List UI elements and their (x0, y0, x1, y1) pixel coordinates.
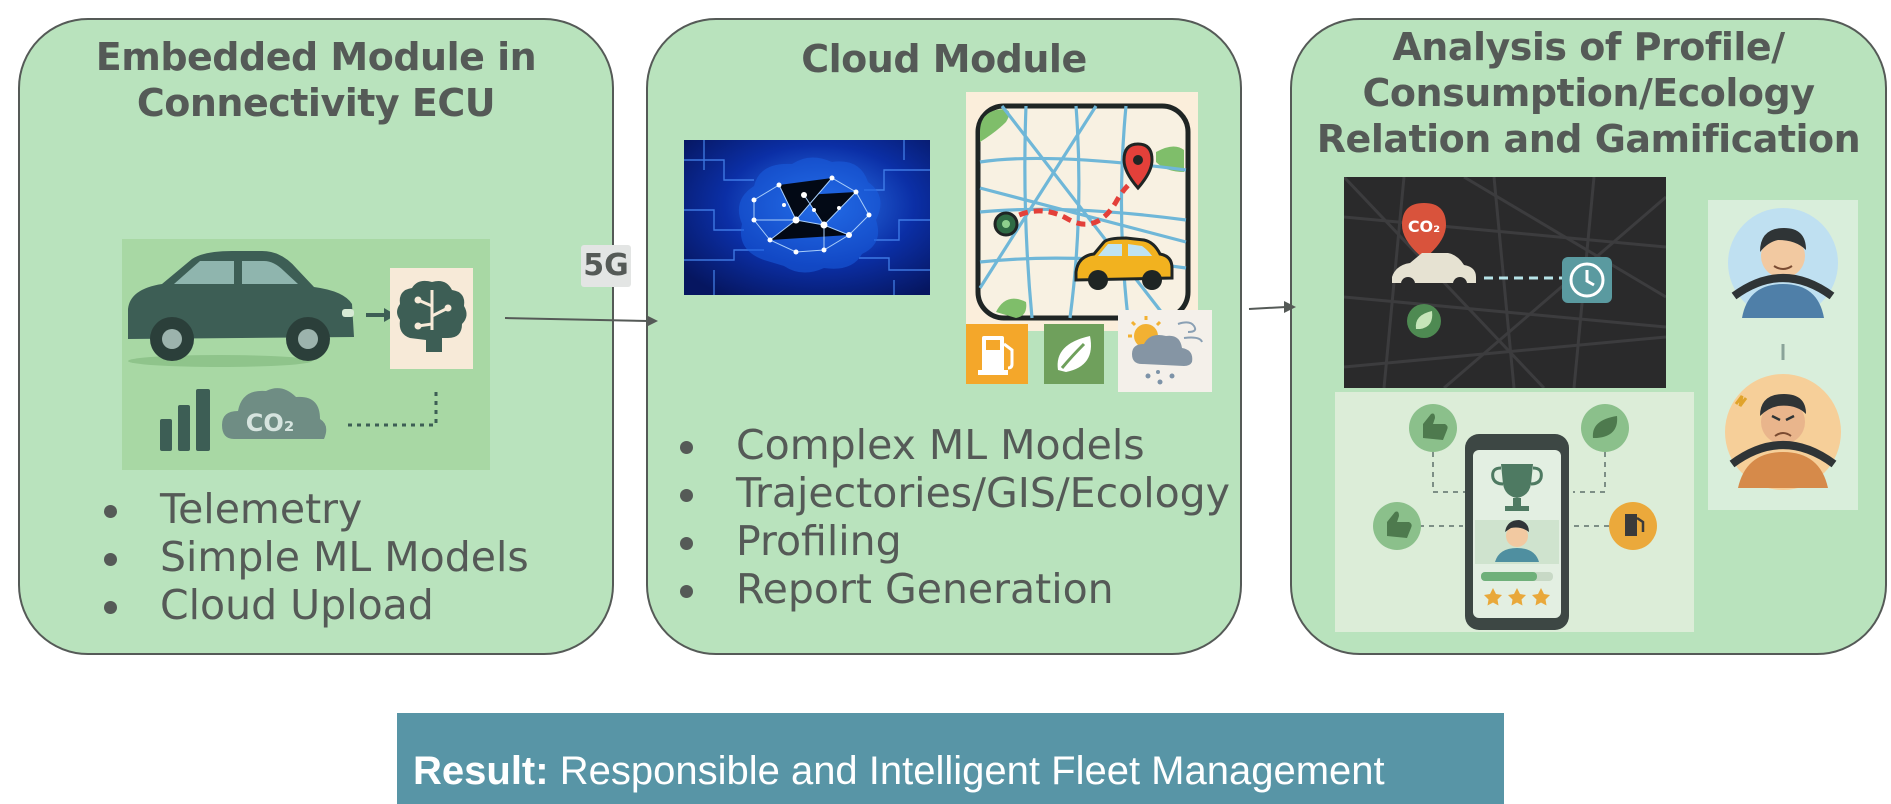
cloud-module-panel: Cloud Module (646, 18, 1242, 655)
result-value: Responsible and Intelligent Fleet Manage… (548, 749, 1385, 793)
analysis-title-line3: Relation and Gamification (1316, 117, 1861, 161)
arrow-cloud-to-analysis (1248, 301, 1296, 313)
gamification-illustration (1335, 392, 1694, 632)
embedded-title-line1: Embedded Module in (95, 35, 537, 79)
clock-icon (1562, 257, 1612, 303)
car-icon (128, 251, 354, 367)
route-map-icon (966, 92, 1198, 331)
thumbs-up-icon (1409, 404, 1457, 452)
fuel-pump-icon (966, 324, 1028, 384)
result-label: Result: (413, 749, 549, 793)
taxi-car-icon (1074, 236, 1174, 290)
embedded-module-panel: Embedded Module in Connectivity ECU (18, 18, 614, 655)
signal-bars-icon (160, 389, 210, 451)
5g-badge: 5G (581, 245, 631, 287)
cloud-module-bullets: Complex ML Models Trajectories/GIS/Ecolo… (680, 421, 1230, 613)
bullet-cloud-upload: Cloud Upload (104, 581, 529, 629)
analysis-title-line2: Consumption/Ecology (1362, 71, 1815, 115)
result-bar: Result: Responsible and Intelligent Flee… (397, 713, 1504, 804)
drivers-profile-illustration (1708, 200, 1858, 510)
angry-driver-icon (1725, 374, 1841, 490)
weather-icon (1118, 310, 1212, 392)
brain-icon (390, 268, 473, 369)
embedded-module-title: Embedded Module in Connectivity ECU (20, 34, 612, 126)
analysis-title: Analysis of Profile/ Consumption/Ecology… (1292, 24, 1885, 162)
leaf-badge-icon (1581, 404, 1629, 452)
trophy-icon (1491, 464, 1543, 511)
calm-driver-icon (1728, 208, 1838, 318)
bullet-trajectories-gis-ecology: Trajectories/GIS/Ecology (680, 469, 1230, 517)
co2-cloud-icon: CO₂ (222, 388, 327, 439)
smartphone-icon (1465, 434, 1569, 630)
embedded-title-line2: Connectivity ECU (136, 81, 496, 125)
svg-text:CO₂: CO₂ (1408, 217, 1440, 236)
bullet-telemetry: Telemetry (104, 485, 529, 533)
neural-network-image (684, 140, 930, 295)
analysis-title-line1: Analysis of Profile/ (1392, 25, 1785, 69)
analysis-panel: Analysis of Profile/ Consumption/Ecology… (1290, 18, 1887, 655)
bullet-simple-ml-models: Simple ML Models (104, 533, 529, 581)
bullet-complex-ml-models: Complex ML Models (680, 421, 1230, 469)
bullet-profiling: Profiling (680, 517, 1230, 565)
fuel-badge-icon (1609, 502, 1657, 550)
bullet-report-generation: Report Generation (680, 565, 1230, 613)
thumbs-up-icon-2 (1373, 502, 1421, 550)
cloud-module-title: Cloud Module (801, 37, 1087, 81)
svg-text:CO₂: CO₂ (246, 409, 295, 437)
embedded-module-bullets: Telemetry Simple ML Models Cloud Upload (104, 485, 529, 629)
leaf-icon (1044, 324, 1104, 384)
dark-map-icon: CO₂ (1344, 177, 1666, 388)
result-text: Result: Responsible and Intelligent Flee… (413, 749, 1385, 794)
